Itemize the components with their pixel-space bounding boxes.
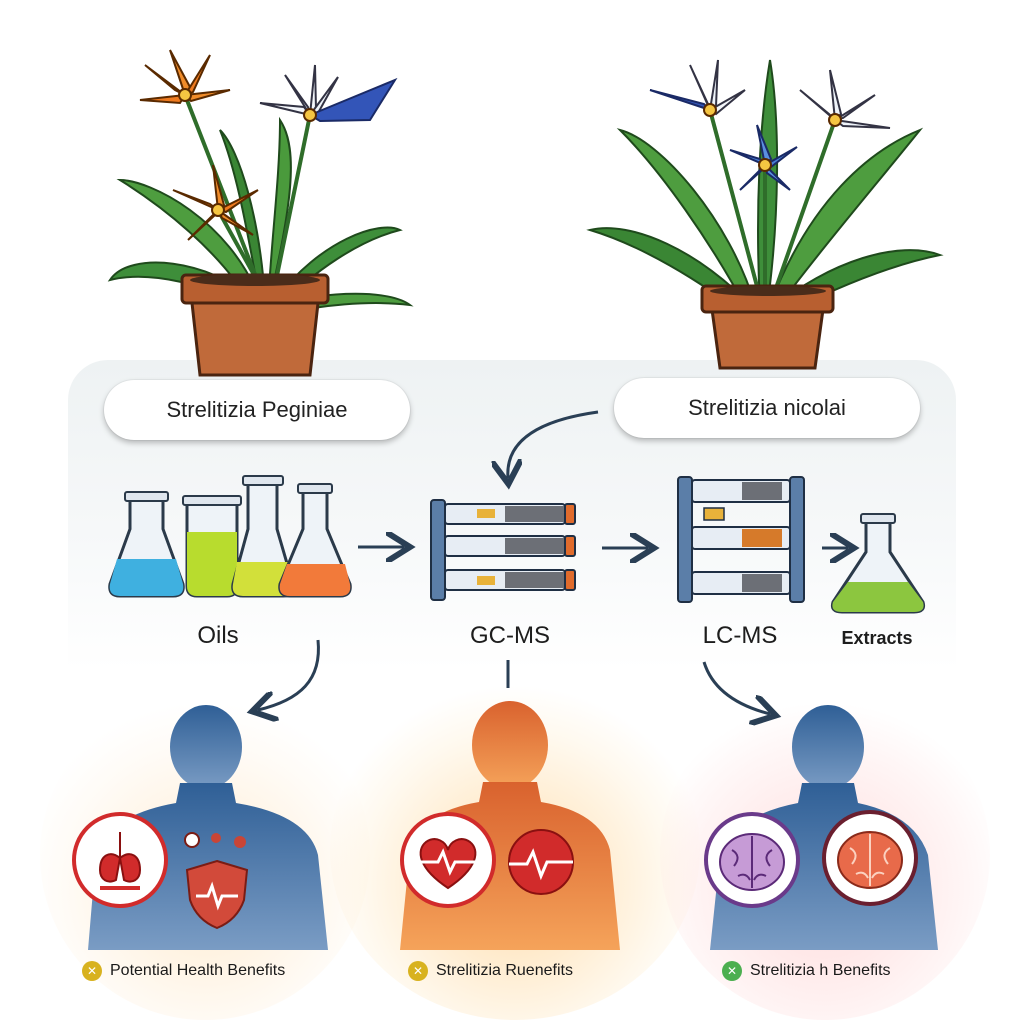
brain-circle-icon-left [704,812,800,908]
footer-left-text: Potential Health Benefits [110,962,286,979]
plant-right-illustration [586,59,944,370]
footer-middle-text: Strelitizia Ruenefits [436,962,573,979]
shield-icon [185,859,249,930]
footer-caption-right: ✕ Strelitizia h Benefits [722,958,891,984]
molecule-icon-left [184,832,246,848]
stage-label-gcms: GC-MS [470,622,550,649]
stage-label-extracts: Extracts [841,628,913,648]
plant-left-illustration [107,49,414,377]
arrow-oils-to-figure [258,639,320,710]
species-label-left: Strelitizia Ρeginiae [104,380,410,440]
oil-flasks-icon [108,475,352,598]
footer-caption-middle: ✕ Strelitizia Ruenefits [408,958,573,984]
check-icon-left: ✕ [82,961,102,981]
footer-caption-left: ✕ Potential Health Benefits [82,958,285,984]
extracts-flask-icon [830,513,926,614]
check-icon-right: ✕ [722,961,742,981]
lungs-circle-icon [72,812,168,908]
lcms-instrument-icon [677,476,805,603]
brain-circle-icon-right [822,810,918,906]
stage-label-oils: Oils [197,622,239,649]
species-label-right: Strelitizia nicolai [614,378,920,438]
pulse-circle-icon [508,829,574,895]
arrow-lcms-to-figure [702,661,770,714]
gcms-instrument-icon [430,499,576,601]
footer-right-text: Strelitizia h Benefits [750,962,891,979]
stage-label-lcms: LC-MS [702,622,778,649]
heart-circle-icon [400,812,496,908]
species-right-text: Strelitizia nicolai [688,395,846,420]
arrow-into-gcms [508,410,599,478]
check-icon-middle: ✕ [408,961,428,981]
species-left-text: Strelitizia Ρeginiae [166,397,348,422]
